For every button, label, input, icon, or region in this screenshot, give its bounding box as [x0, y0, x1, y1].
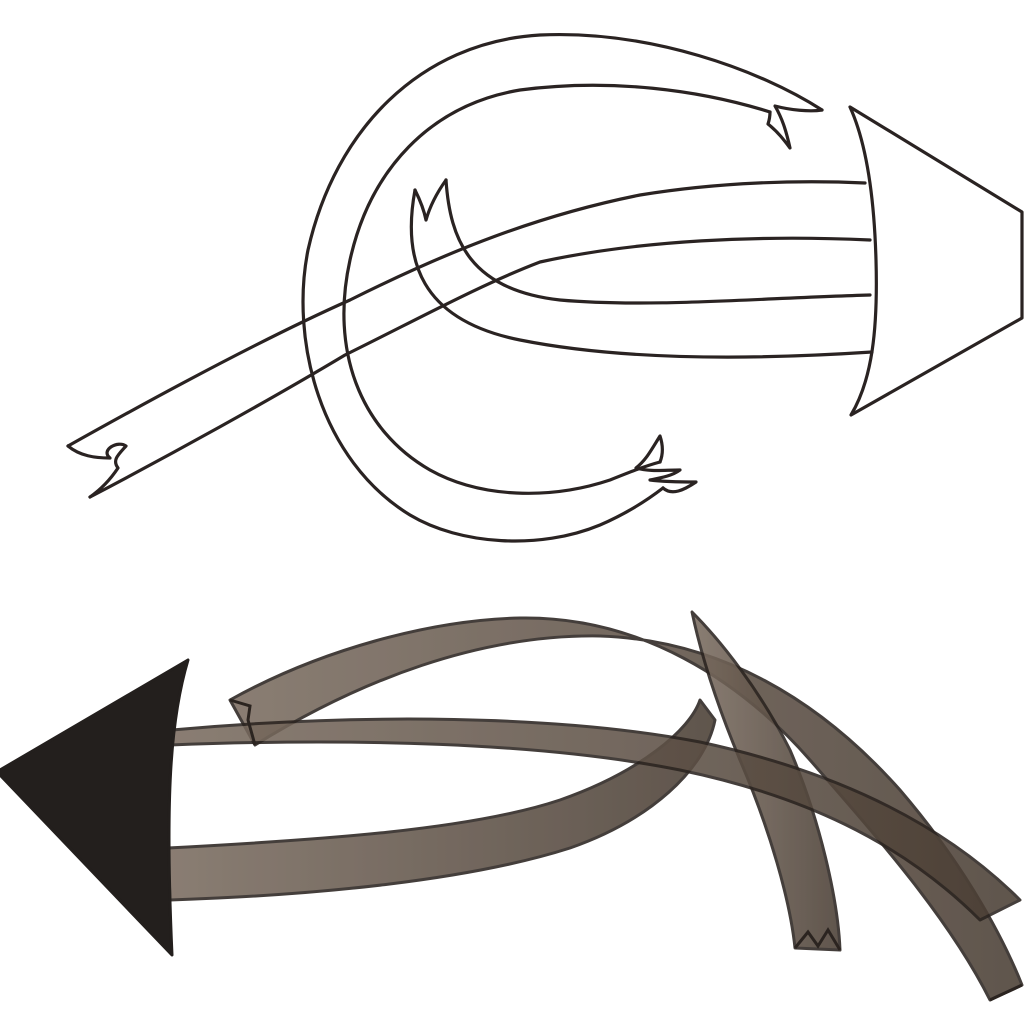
outline-arrowhead [848, 105, 1024, 417]
outline-curl-notch [413, 178, 448, 222]
outline-shaft-tail-notch [66, 442, 128, 499]
filled-arrowhead [0, 658, 190, 957]
outline-loop-notch-top [766, 104, 824, 150]
filled-sweep-notch [229, 698, 257, 746]
outline-loop-outer-edge [301, 32, 824, 543]
outline-loop-notch-bottom [634, 434, 698, 494]
filled-upper-shaft-band [168, 717, 1022, 922]
outline-loop-inner-edge [342, 83, 772, 495]
filled-crossing-notch [793, 927, 842, 951]
outline-shaft-bottom-edge [88, 236, 872, 499]
outline-curl-top-edge [444, 178, 872, 305]
curved-arrows-filled-icon [0, 610, 1024, 1002]
filled-sweep-end-tip [989, 983, 1023, 1002]
curved-arrows-outline-icon [66, 32, 1024, 543]
outline-shaft-top-edge [66, 180, 867, 448]
outline-curl-bottom-edge [409, 188, 874, 359]
filled-lower-shaft-band [166, 698, 717, 902]
